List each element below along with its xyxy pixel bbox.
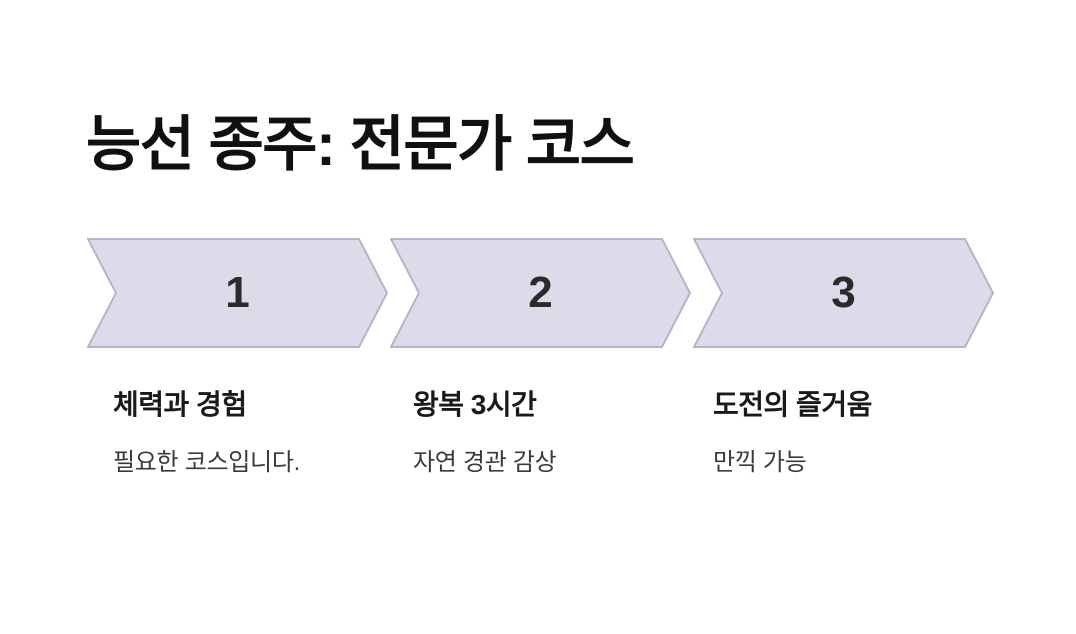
chevron-arrow-icon (87, 238, 388, 348)
chevron-arrow-icon (693, 238, 994, 348)
process-step-shape-1: 1 (87, 238, 388, 348)
chevron-arrow-icon (390, 238, 691, 348)
process-step-shape-2: 2 (390, 238, 691, 348)
step-text-block-3: 도전의 즐거움 만끽 가능 (713, 388, 998, 478)
process-step-shape-3: 3 (693, 238, 994, 348)
step-number-2: 2 (528, 268, 553, 317)
step-description: 필요한 코스입니다. (113, 448, 300, 476)
step-heading: 왕복 3시간 (413, 389, 537, 420)
step-description: 자연 경관 감상 (413, 448, 557, 476)
step-number-3: 3 (831, 268, 856, 317)
step-description: 만끽 가능 (713, 448, 807, 476)
step-text-block-1: 체력과 경험 필요한 코스입니다. (113, 388, 398, 478)
step-text-block-2: 왕복 3시간 자연 경관 감상 (413, 388, 698, 478)
step-heading: 도전의 즐거움 (713, 389, 872, 420)
process-chevron-row: 1 2 3 (87, 238, 997, 348)
page-title: 능선 종주: 전문가 코스 (86, 111, 635, 178)
step-number-1: 1 (225, 268, 250, 317)
step-heading: 체력과 경험 (113, 389, 247, 420)
